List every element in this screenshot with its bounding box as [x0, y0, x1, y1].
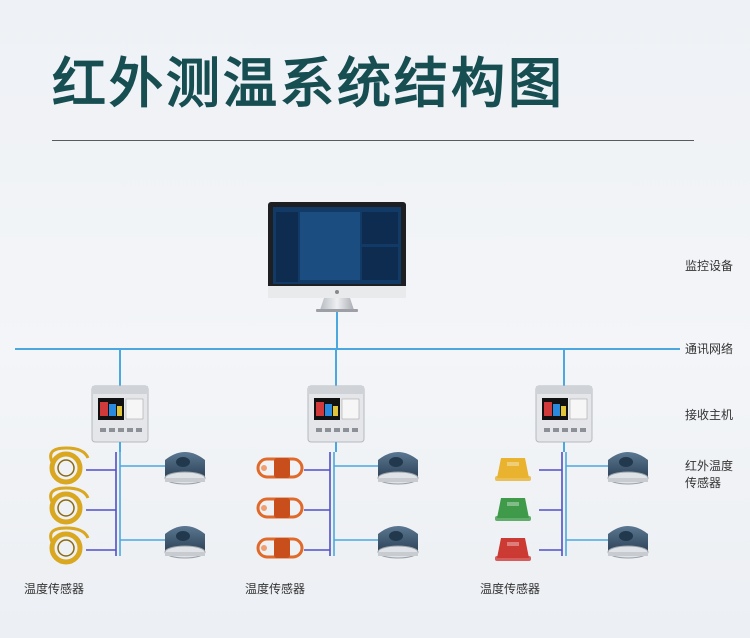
temperature-sensor-icon — [49, 446, 90, 485]
label-ir-sensor-2: 传感器 — [685, 476, 722, 490]
receiver-host-device-icon — [91, 385, 149, 443]
page-title: 红外测温系统结构图 — [52, 52, 565, 115]
desktop-monitor-icon — [268, 202, 406, 312]
temperature-sensor-icon — [49, 486, 90, 525]
infrared-temperature-sensor-icon — [607, 452, 649, 485]
infrared-temperature-sensor-icon — [164, 452, 206, 485]
infrared-temperature-sensor-icon — [377, 452, 419, 485]
device-group-1 — [49, 349, 206, 565]
receiver-host-device-icon — [307, 385, 365, 443]
group-caption-3: 温度传感器 — [480, 582, 541, 596]
label-host: 接收主机 — [685, 408, 734, 422]
temperature-sensor-icon — [256, 537, 304, 559]
device-group-2 — [256, 349, 419, 559]
group-caption-1: 温度传感器 — [24, 582, 85, 596]
group-caption-2: 温度传感器 — [245, 582, 306, 596]
temperature-sensor-icon — [495, 458, 531, 481]
title-divider — [52, 140, 694, 141]
temperature-sensor-icon — [495, 538, 531, 561]
infrared-temperature-sensor-icon — [164, 526, 206, 559]
infrared-temperature-sensor-icon — [377, 526, 419, 559]
receiver-host-device-icon — [535, 385, 593, 443]
infrared-temperature-sensor-icon — [607, 526, 649, 559]
label-network: 通讯网络 — [685, 342, 734, 356]
label-ir-sensor-1: 红外温度 — [685, 459, 734, 473]
temperature-sensor-icon — [256, 497, 304, 519]
temperature-sensor-icon — [256, 457, 304, 479]
temperature-sensor-icon — [495, 498, 531, 521]
device-group-3 — [495, 349, 649, 561]
label-monitor: 监控设备 — [685, 259, 734, 273]
temperature-sensor-icon — [49, 526, 90, 565]
